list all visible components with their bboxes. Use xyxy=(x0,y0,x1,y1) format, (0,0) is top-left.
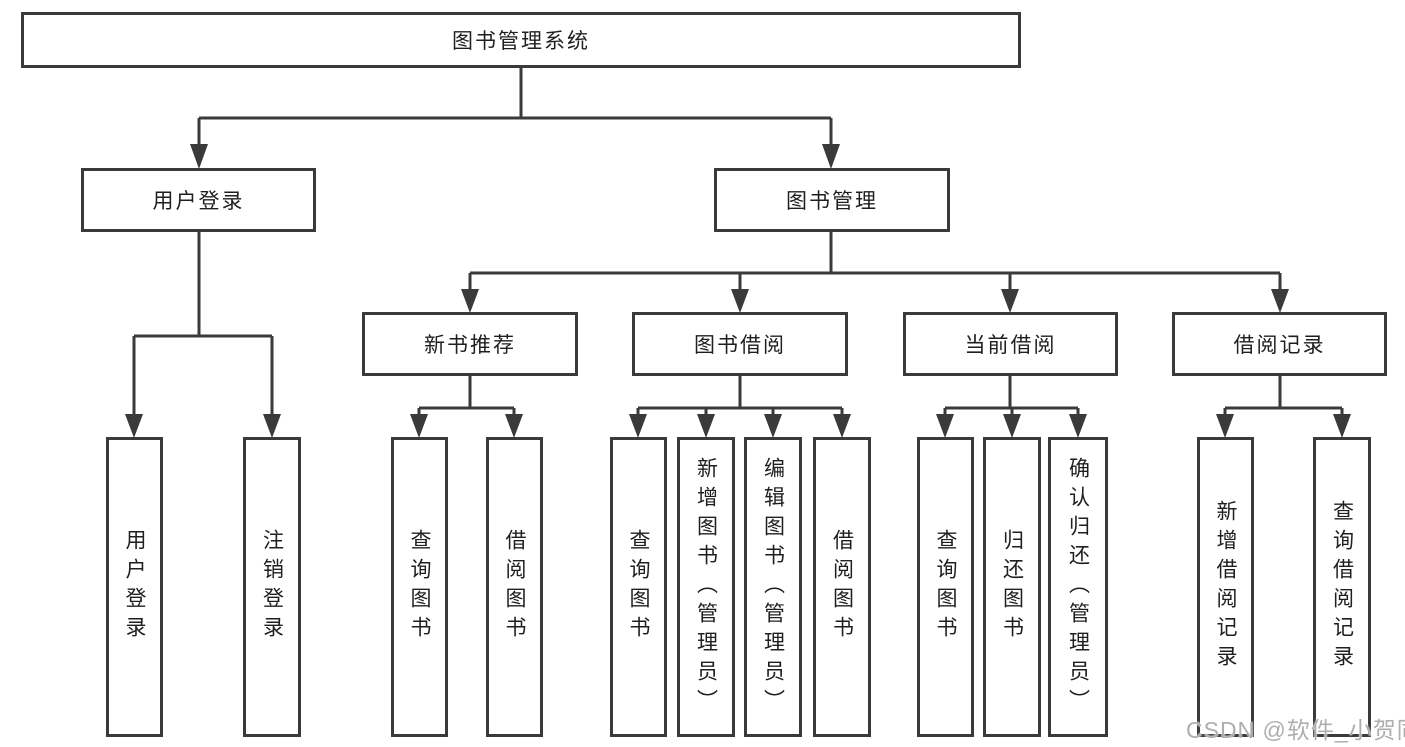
leaf-label: 查询图书 xyxy=(934,529,958,645)
leaf-logout: 注销登录 xyxy=(243,437,301,737)
leaf-add-borrow-record: 新增借阅记录 xyxy=(1197,437,1254,737)
node-label: 图书借阅 xyxy=(694,334,786,357)
leaf-label: 查询借阅记录 xyxy=(1330,500,1354,674)
leaf-return-book: 归还图书 xyxy=(983,437,1041,737)
leaf-query-borrow-record: 查询借阅记录 xyxy=(1313,437,1371,737)
node-label: 新书推荐 xyxy=(424,334,516,357)
node-borrow-records: 借阅记录 xyxy=(1172,312,1387,376)
leaf-label: 归还图书 xyxy=(1000,529,1024,645)
node-book-borrow: 图书借阅 xyxy=(632,312,848,376)
leaf-borrow-books-recommend: 借阅图书 xyxy=(486,437,543,737)
leaf-label: 用户登录 xyxy=(123,529,147,645)
leaf-label: 编辑图书（管理员） xyxy=(761,456,785,718)
leaf-query-books-current: 查询图书 xyxy=(917,437,974,737)
node-label: 图书管理系统 xyxy=(452,30,590,53)
leaf-label: 查询图书 xyxy=(627,529,651,645)
leaf-label: 确认归还（管理员） xyxy=(1066,456,1090,718)
leaf-label: 查询图书 xyxy=(408,529,432,645)
node-new-book-recommend: 新书推荐 xyxy=(362,312,578,376)
leaf-label: 新增借阅记录 xyxy=(1214,500,1238,674)
leaf-label: 借阅图书 xyxy=(503,529,527,645)
node-label: 图书管理 xyxy=(786,190,878,213)
node-label: 当前借阅 xyxy=(964,334,1057,357)
leaf-user-login: 用户登录 xyxy=(106,437,163,737)
node-user-login: 用户登录 xyxy=(81,168,316,232)
leaf-add-book-admin: 新增图书（管理员） xyxy=(677,437,735,737)
node-label: 用户登录 xyxy=(152,190,245,213)
node-label: 借阅记录 xyxy=(1233,334,1326,357)
node-book-management: 图书管理 xyxy=(714,168,950,232)
leaf-confirm-return-admin: 确认归还（管理员） xyxy=(1048,437,1108,737)
watermark-text: CSDN @软件_小贺同学 xyxy=(1186,717,1405,743)
node-root-system: 图书管理系统 xyxy=(21,12,1021,68)
node-current-borrow: 当前借阅 xyxy=(903,312,1118,376)
leaf-query-books-borrow: 查询图书 xyxy=(610,437,667,737)
leaf-label: 新增图书（管理员） xyxy=(694,456,718,718)
leaf-label: 注销登录 xyxy=(260,529,284,645)
leaf-label: 借阅图书 xyxy=(830,529,854,645)
leaf-edit-book-admin: 编辑图书（管理员） xyxy=(744,437,802,737)
leaf-borrow-books: 借阅图书 xyxy=(813,437,871,737)
leaf-query-books-recommend: 查询图书 xyxy=(391,437,448,737)
